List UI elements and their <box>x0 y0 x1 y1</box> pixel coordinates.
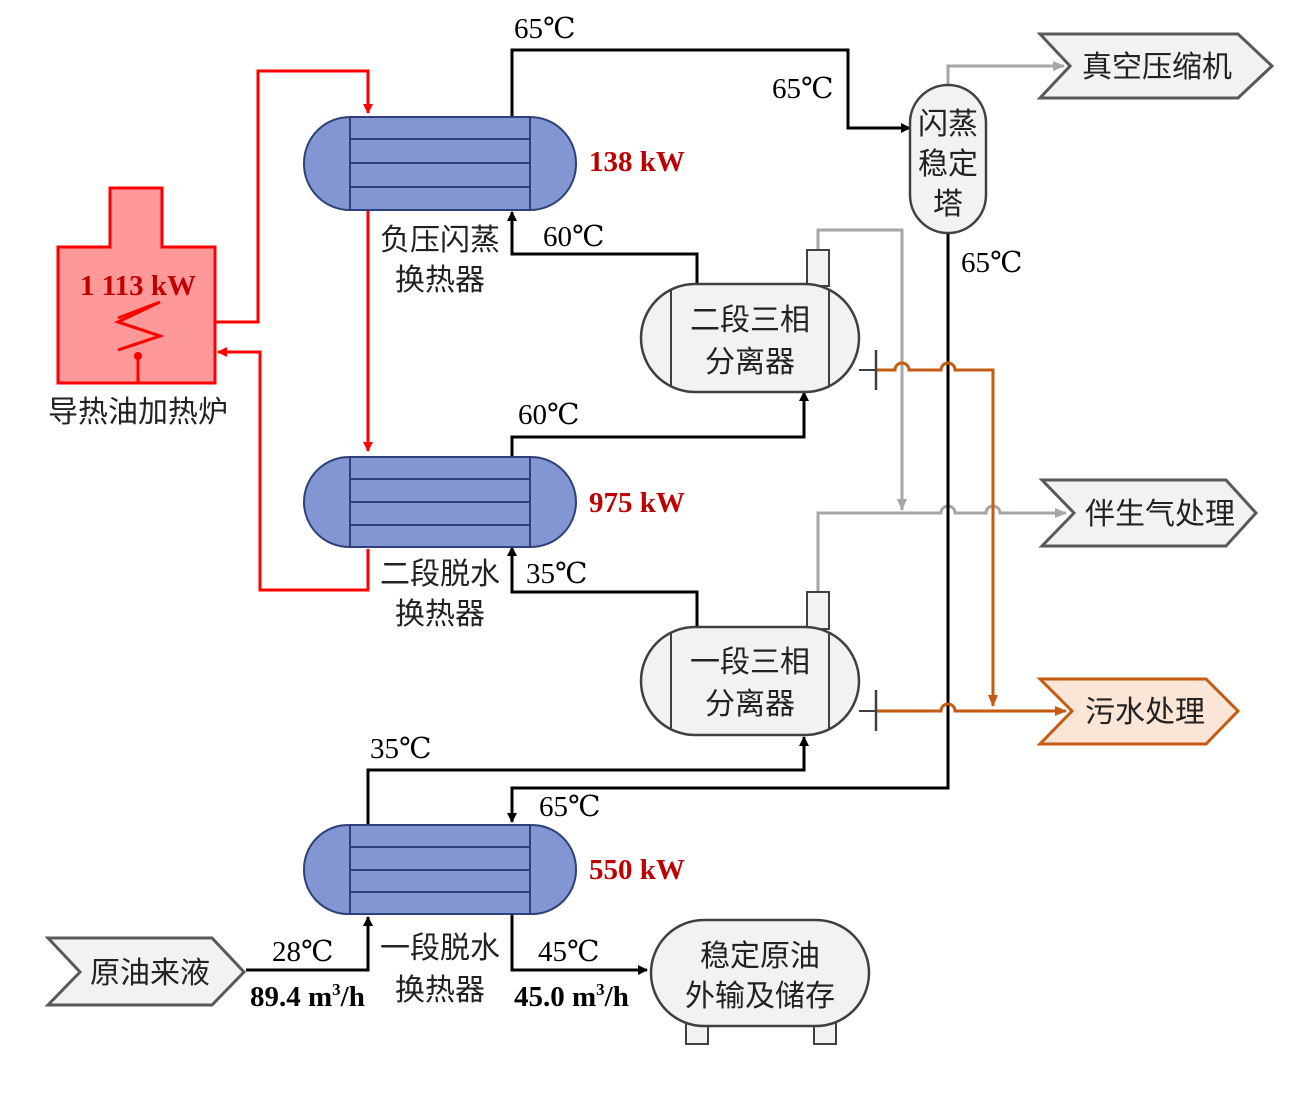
vacuum-compressor-output: 真空压缩机 <box>1036 32 1275 100</box>
temp-top-line: 65℃ <box>514 13 575 45</box>
sep2-gas-line <box>816 228 907 511</box>
associated-gas-output: 伴生气处理 <box>1038 478 1259 548</box>
stage2-ex-label-1: 二段脱水 <box>380 557 500 592</box>
temp-vacuum-ex-inlet: 60℃ <box>543 221 604 253</box>
furnace-label: 导热油加热炉 <box>48 395 228 430</box>
separator-nozzle <box>806 591 830 630</box>
heat-oil-supply-line <box>138 69 373 324</box>
temp-stage2-ex-inlet: 35℃ <box>526 558 587 590</box>
tube-bundle <box>350 138 530 188</box>
chevron-shape <box>1036 677 1241 746</box>
stage2-dehydration-exchanger <box>303 456 577 548</box>
chevron-shape <box>1036 32 1275 100</box>
sep2-to-vacuum-ex-line <box>507 211 699 284</box>
furnace-coil-icon <box>113 300 165 352</box>
tower-gas-line <box>946 61 1065 88</box>
stage1-ex-power: 550 kW <box>589 854 685 886</box>
stage1-dehydration-exchanger <box>303 824 577 915</box>
sep1-to-stage2-ex-line <box>507 546 699 627</box>
separator-body <box>639 282 861 394</box>
inlet-label: 原油来液 <box>90 956 210 991</box>
vacuum-ex-label-1: 负压闪蒸 <box>380 223 500 258</box>
sep1-gas-line <box>816 504 1067 592</box>
crude-inlet: 原油来液 <box>44 936 247 1007</box>
sep2-water-line <box>876 361 998 707</box>
heat-oil-loop <box>138 69 373 592</box>
chevron-shape <box>1038 478 1259 548</box>
outlet-temperature: 45℃ <box>538 936 599 968</box>
sep1-label-2: 分离器 <box>705 687 795 722</box>
heat-oil-furnace: 1 113 kW <box>56 186 217 385</box>
inlet-flow: 89.4 m3/h <box>250 980 365 1013</box>
outlet-flow: 45.0 m3/h <box>514 980 629 1013</box>
tower-label-2: 稳定 <box>918 147 978 182</box>
stage1-ex-to-sep1-line <box>366 736 809 825</box>
tower-bottom-line <box>507 230 950 823</box>
tank-body <box>649 918 871 1028</box>
vacuum-ex-label-2: 换热器 <box>395 263 485 298</box>
water-lines <box>876 361 1067 716</box>
temp-sep1-feed: 35℃ <box>370 733 431 765</box>
vacuum-ex-power: 138 kW <box>589 146 685 178</box>
stage1-ex-label-2: 换热器 <box>395 973 485 1008</box>
separator-body <box>639 625 861 737</box>
vacuum-ex-to-tower-line <box>510 48 911 133</box>
tower-label-3: 塔 <box>933 187 963 222</box>
sep1-water-line <box>876 702 1067 716</box>
stage1-three-phase-separator: 一段三相 分离器 <box>639 591 878 737</box>
furnace-body <box>56 186 217 385</box>
sewage-treatment-output: 污水处理 <box>1036 677 1241 746</box>
stage2-ex-label-2: 换热器 <box>395 597 485 632</box>
tube-bundle <box>350 846 530 893</box>
sewage-label: 污水处理 <box>1085 695 1205 730</box>
heat-oil-return-line <box>217 347 370 592</box>
sep2-label-2: 分离器 <box>705 345 795 380</box>
stabilized-crude-storage-tank: 稳定原油 外输及储存 <box>649 918 871 1045</box>
stage1-ex-label-1: 一段脱水 <box>380 931 500 966</box>
associated-gas-label: 伴生气处理 <box>1085 497 1235 532</box>
inlet-temperature: 28℃ <box>272 936 333 968</box>
temp-stage1-ex-hot-inlet: 65℃ <box>539 791 600 823</box>
sep1-label-1: 一段三相 <box>690 645 810 680</box>
vacuum-flash-exchanger <box>303 116 577 211</box>
tank-label-2: 外输及储存 <box>685 979 835 1014</box>
chevron-shape <box>44 936 247 1007</box>
inlet-line <box>246 916 373 972</box>
process-lines <box>246 48 950 975</box>
outlet-line <box>510 914 648 975</box>
furnace-power: 1 113 kW <box>80 270 196 302</box>
stage2-ex-to-sep2-line <box>510 391 809 457</box>
temp-sep2-feed: 60℃ <box>518 399 579 431</box>
separator-nozzle <box>806 249 830 287</box>
stage2-three-phase-separator: 二段三相 分离器 <box>639 249 878 394</box>
stage2-ex-power: 975 kW <box>589 487 685 519</box>
vacuum-compressor-label: 真空压缩机 <box>1082 50 1232 85</box>
flash-stabilization-tower: 闪蒸 稳定 塔 <box>908 83 988 235</box>
sep2-label-1: 二段三相 <box>690 303 810 338</box>
tank-label-1: 稳定原油 <box>700 939 820 974</box>
temp-tower-bottom: 65℃ <box>961 247 1022 279</box>
gas-lines <box>816 61 1067 592</box>
tube-bundle <box>350 478 530 526</box>
temp-tower-inlet: 65℃ <box>772 73 833 105</box>
tower-label-1: 闪蒸 <box>918 107 978 142</box>
tower-body <box>908 83 988 235</box>
